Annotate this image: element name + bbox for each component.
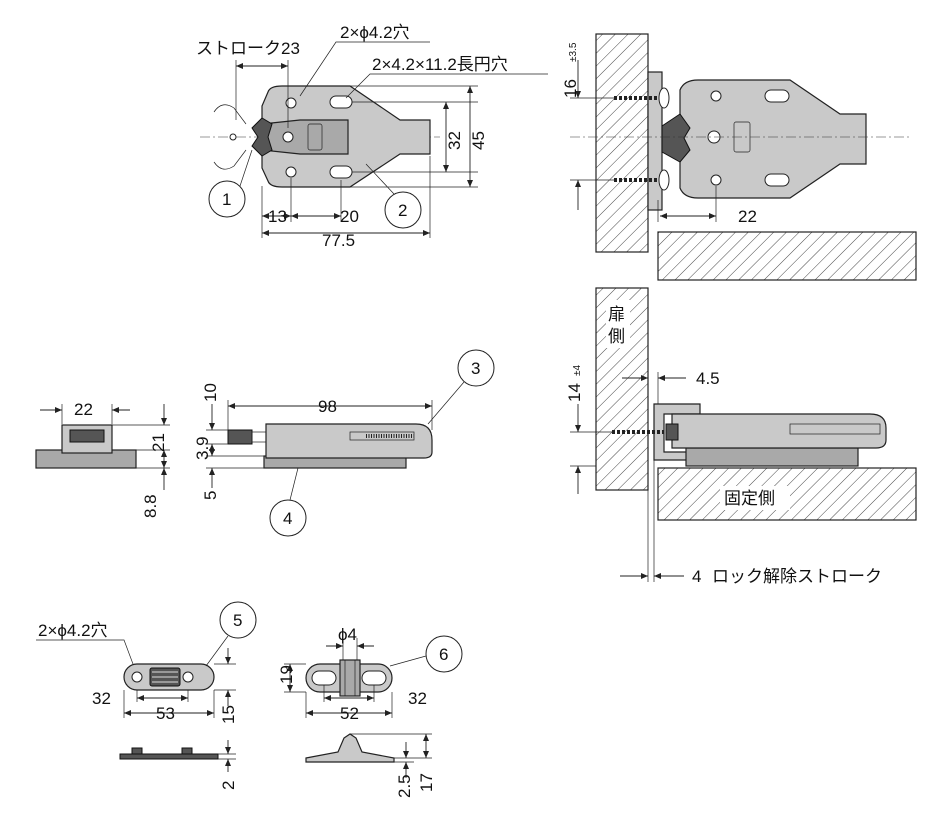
- mount-hole: [285, 97, 297, 109]
- stroke-label: ストローク23: [196, 39, 300, 58]
- part5-holes-label: 2×ϕ4.2穴: [38, 621, 108, 640]
- part6-dim-17: 17: [417, 773, 436, 792]
- screw: [614, 96, 660, 182]
- dim-20: 20: [340, 207, 359, 226]
- balloon-3: [457, 349, 495, 387]
- mount-slot: [329, 95, 353, 109]
- install-side-view: 扉 側 固定側 4.5 14 ±4 4 ロック解除ストローク: [565, 287, 917, 586]
- dim-5: 5: [201, 491, 220, 500]
- side-view: 98 10 3.9 5 3 4: [193, 349, 495, 537]
- mount-slot: [329, 165, 353, 179]
- dim-3-9: 3.9: [193, 436, 212, 460]
- dim-13: 13: [268, 207, 287, 226]
- part5-dim-32: 32: [92, 689, 111, 708]
- mount-hole: [285, 166, 297, 178]
- part6-dim-19: 19: [277, 665, 296, 684]
- top-view: ストローク23 2×ϕ4.2穴 2×4.2×11.2長円穴 32 45 13 2…: [196, 23, 548, 250]
- dim-14: 14: [565, 383, 584, 402]
- dim-45: 45: [469, 131, 488, 150]
- svg-text:4: 4: [283, 509, 292, 528]
- door-panel: [595, 33, 649, 253]
- tol-16: ±3.5: [568, 42, 579, 62]
- balloon-5: [219, 601, 257, 639]
- balloon-1: [208, 180, 246, 218]
- balloon-2: [384, 191, 422, 229]
- part6-dim-32: 32: [408, 689, 427, 708]
- holes-label: 2×ϕ4.2穴: [340, 23, 410, 42]
- part5-dim-53: 53: [156, 704, 175, 723]
- dim-77-5: 77.5: [322, 231, 355, 250]
- dim-8-8: 8.8: [141, 494, 160, 518]
- svg-text:5: 5: [233, 611, 242, 630]
- dim-22-end: 22: [74, 400, 93, 419]
- fixed-panel: [657, 231, 917, 281]
- part6-dim-phi4: ϕ4: [338, 625, 357, 644]
- tol-14: ±4: [572, 365, 583, 376]
- balloon-6: [425, 635, 463, 673]
- part-5: 2×ϕ4.2穴 5 32 53 15 2: [36, 601, 257, 790]
- part6-dim-2-5: 2.5: [395, 774, 414, 798]
- part6-dim-52: 52: [340, 704, 359, 723]
- latch-slider: [261, 119, 349, 155]
- dim-16: 16: [561, 79, 580, 98]
- dim-32: 32: [445, 131, 464, 150]
- dim-22-install: 22: [738, 207, 757, 226]
- unlock-stroke-label: ロック解除ストローク: [712, 567, 882, 586]
- unlock-stroke-value: 4: [692, 567, 701, 586]
- door-side-label-2: 側: [608, 327, 625, 346]
- install-top-view: 16 ±3.5 22: [561, 33, 917, 281]
- dim-98: 98: [318, 397, 337, 416]
- svg-text:6: 6: [439, 645, 448, 664]
- part5-dim-2: 2: [219, 781, 238, 790]
- balloon-4: [269, 499, 307, 537]
- dim-21: 21: [149, 433, 168, 452]
- dim-4-5: 4.5: [696, 369, 720, 388]
- part-6: ϕ4 6 19 32 52 2.5 17: [277, 625, 463, 798]
- latch-head: [251, 117, 273, 157]
- end-view: 22 21 8.8: [35, 400, 170, 518]
- fixed-side-label: 固定側: [724, 489, 775, 508]
- part5-dim-15: 15: [219, 705, 238, 724]
- dim-10: 10: [201, 383, 220, 402]
- svg-text:2: 2: [398, 201, 407, 220]
- door-side-label-1: 扉: [608, 305, 625, 324]
- slots-label: 2×4.2×11.2長円穴: [372, 55, 508, 74]
- svg-text:1: 1: [222, 190, 231, 209]
- svg-text:3: 3: [471, 359, 480, 378]
